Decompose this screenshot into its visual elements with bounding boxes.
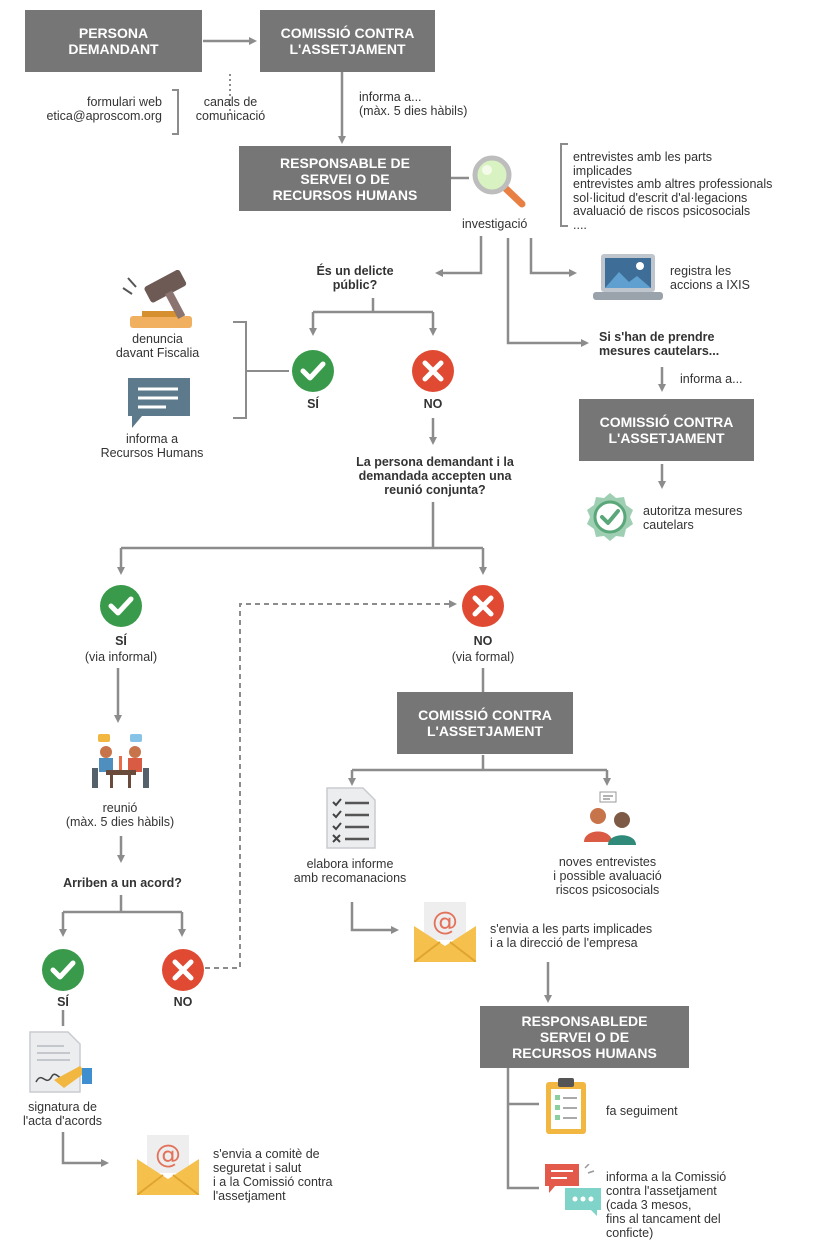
formal-sub: (via formal)	[451, 650, 515, 664]
clipboard-icon	[546, 1078, 586, 1134]
delicte-question: És un delicte públic?	[316, 264, 394, 292]
checklist-icon	[326, 787, 376, 849]
email-icon: @	[414, 902, 476, 962]
svg-text:@: @	[155, 1140, 181, 1170]
magnifier-icon	[472, 155, 526, 208]
autoritza-text: autoritza mesures cautelars	[643, 504, 743, 532]
cautelars-informa: informa a...	[680, 372, 743, 386]
informa-5-dies: informa a... (màx. 5 dies hàbils)	[359, 90, 468, 118]
message-icon	[128, 378, 190, 428]
reunio-question: La persona demandant i la demandada acce…	[356, 455, 514, 497]
investigation-list: entrevistes amb les parts implicades ent…	[573, 150, 773, 232]
informe-text: elabora informe amb recomanacions	[293, 857, 407, 885]
signatura-text: signatura de l'acta d'acords	[22, 1100, 103, 1128]
rrhh-text: informa a Recursos Humans	[100, 432, 204, 460]
informal-sub: (via informal)	[84, 650, 158, 664]
cross-icon	[412, 350, 454, 392]
box-comissio-cautelars: COMISSIÓ CONTRA L'ASSETJAMENT	[579, 399, 754, 461]
acord-question: Arriben a un acord?	[63, 876, 182, 890]
laptop-icon	[593, 254, 663, 300]
box-comissio-formal: COMISSIÓ CONTRA L'ASSETJAMENT	[397, 692, 573, 754]
cautelars-question: Si s'han de prendre mesures cautelars...	[599, 330, 720, 358]
acord-no-label: NO	[173, 995, 193, 1009]
investigacio-label: investigació	[462, 217, 528, 231]
delicte-yes-label: SÍ	[307, 397, 319, 411]
reunio-text: reunió (màx. 5 dies hàbils)	[65, 801, 175, 829]
informal-yes-label: SÍ	[115, 634, 127, 648]
box-comissio-top: COMISSIÓ CONTRA L'ASSETJAMENT	[260, 10, 435, 72]
box-responsable-seguiment: RESPONSABLEDE SERVEI O DE RECURSOS HUMAN…	[480, 1006, 689, 1068]
check-icon	[292, 350, 334, 392]
informal-envia-text: s'envia a comitè de seguretat i salut i …	[213, 1147, 333, 1203]
channels-label: canals de comunicació	[195, 95, 266, 123]
seguiment-text: fa seguiment	[606, 1104, 678, 1118]
svg-text:@: @	[432, 907, 458, 937]
email-icon: @	[137, 1135, 199, 1195]
delicte-no-label: NO	[423, 397, 443, 411]
signature-document-icon	[29, 1031, 92, 1093]
acord-yes-label: SÍ	[57, 995, 69, 1009]
cross-icon	[462, 585, 504, 627]
box-persona-demandant: PERSONA DEMANDANT	[25, 10, 202, 72]
fiscalia-text: denuncia davant Fiscalia	[115, 332, 200, 360]
badge-check-icon	[587, 493, 633, 541]
channels-text: formulari web etica@aproscom.org	[46, 95, 162, 123]
gavel-icon	[122, 270, 192, 328]
cross-icon	[162, 949, 204, 991]
box-responsable-investigacio: RESPONSABLE DE SERVEI O DE RECURSOS HUMA…	[239, 146, 451, 211]
chat-icon	[545, 1164, 601, 1216]
check-icon	[100, 585, 142, 627]
formal-no-label: NO	[473, 634, 493, 648]
registra-text: registra les accions a IXIS	[670, 264, 750, 292]
informa-comissio-text: informa a la Comissió contra l'assetjame…	[606, 1170, 727, 1240]
entrevistes-text: noves entrevistes i possible avaluació r…	[553, 855, 662, 897]
formal-envia-text: s'envia a les parts implicades i a la di…	[490, 922, 653, 950]
check-icon	[42, 949, 84, 991]
meeting-icon	[92, 734, 149, 788]
interview-icon	[584, 791, 636, 845]
